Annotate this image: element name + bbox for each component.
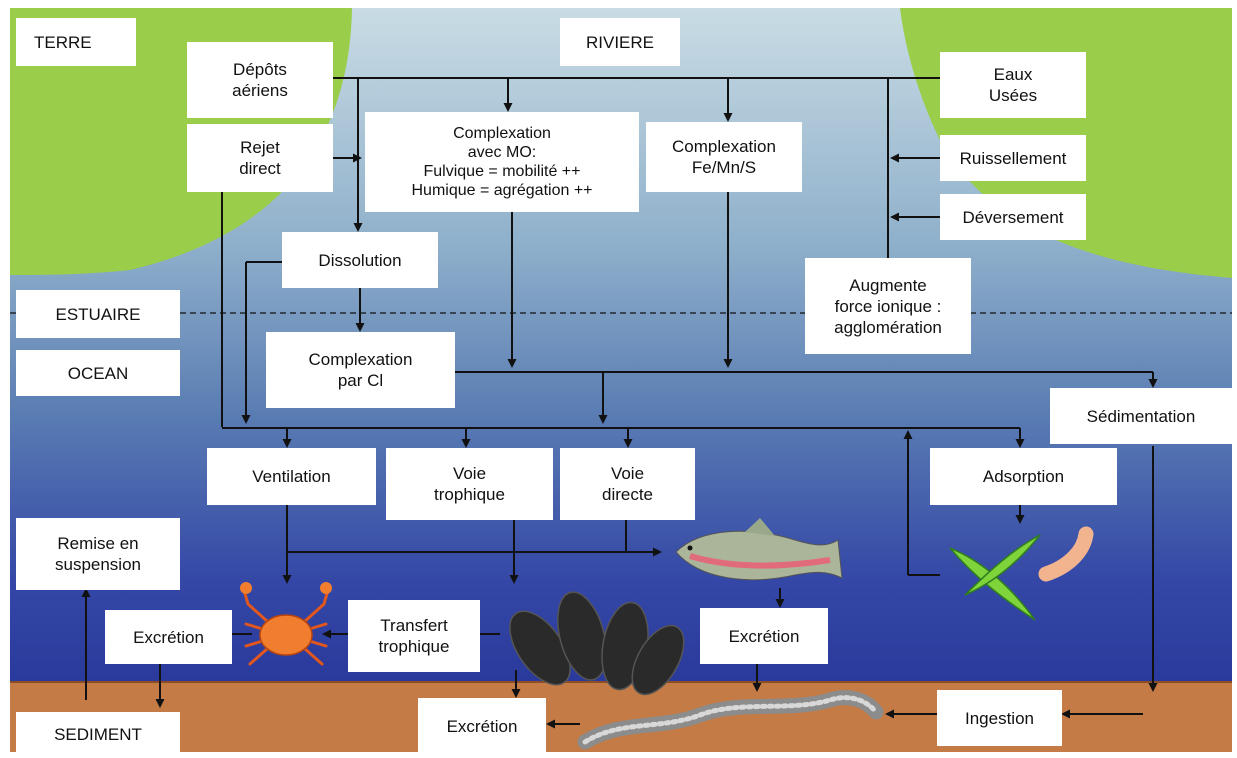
box-eaux-usees: Eaux Usées	[940, 52, 1086, 118]
box-voie-directe: Voie directe	[560, 448, 695, 520]
box-excretion-bottom: Excrétion	[418, 698, 546, 754]
box-ingestion: Ingestion	[937, 690, 1062, 746]
box-transfert-trophique: Transfert trophique	[348, 600, 480, 672]
zone-label-sediment: SEDIMENT	[16, 712, 180, 756]
crab-icon	[240, 582, 332, 666]
algae-icon	[949, 534, 1041, 621]
box-remise-en-suspension: Remise en suspension	[16, 518, 180, 590]
box-dissolution: Dissolution	[282, 232, 438, 288]
box-voie-trophique: Voie trophique	[386, 448, 553, 520]
box-depots-aeriens: Dépôts aériens	[187, 42, 333, 118]
box-rejet-direct: Rejet direct	[187, 124, 333, 192]
zone-label-ocean: OCEAN	[16, 350, 180, 396]
flow-arrows	[81, 77, 1158, 729]
box-ruissellement: Ruissellement	[940, 135, 1086, 181]
zone-label-riviere: RIVIERE	[560, 18, 680, 66]
worm-icon	[577, 690, 884, 750]
fish-icon	[675, 518, 843, 581]
zone-label-terre: TERRE	[16, 18, 136, 66]
mussel-icon	[509, 591, 685, 696]
box-augmente-force-ionique: Augmente force ionique : agglomération	[805, 258, 971, 354]
box-sedimentation: Sédimentation	[1050, 388, 1232, 444]
zone-label-estuaire: ESTUAIRE	[16, 290, 180, 338]
larva-icon	[1038, 526, 1094, 582]
box-adsorption: Adsorption	[930, 448, 1117, 505]
box-excretion-fish: Excrétion	[700, 608, 828, 664]
box-complexation-mo: Complexation avec MO: Fulvique = mobilit…	[365, 112, 639, 212]
box-excretion-crab: Excrétion	[105, 610, 232, 664]
box-ventilation: Ventilation	[207, 448, 376, 505]
box-complexation-fe: Complexation Fe/Mn/S	[646, 122, 802, 192]
box-deversement: Déversement	[940, 194, 1086, 240]
box-complexation-cl: Complexation par Cl	[266, 332, 455, 408]
